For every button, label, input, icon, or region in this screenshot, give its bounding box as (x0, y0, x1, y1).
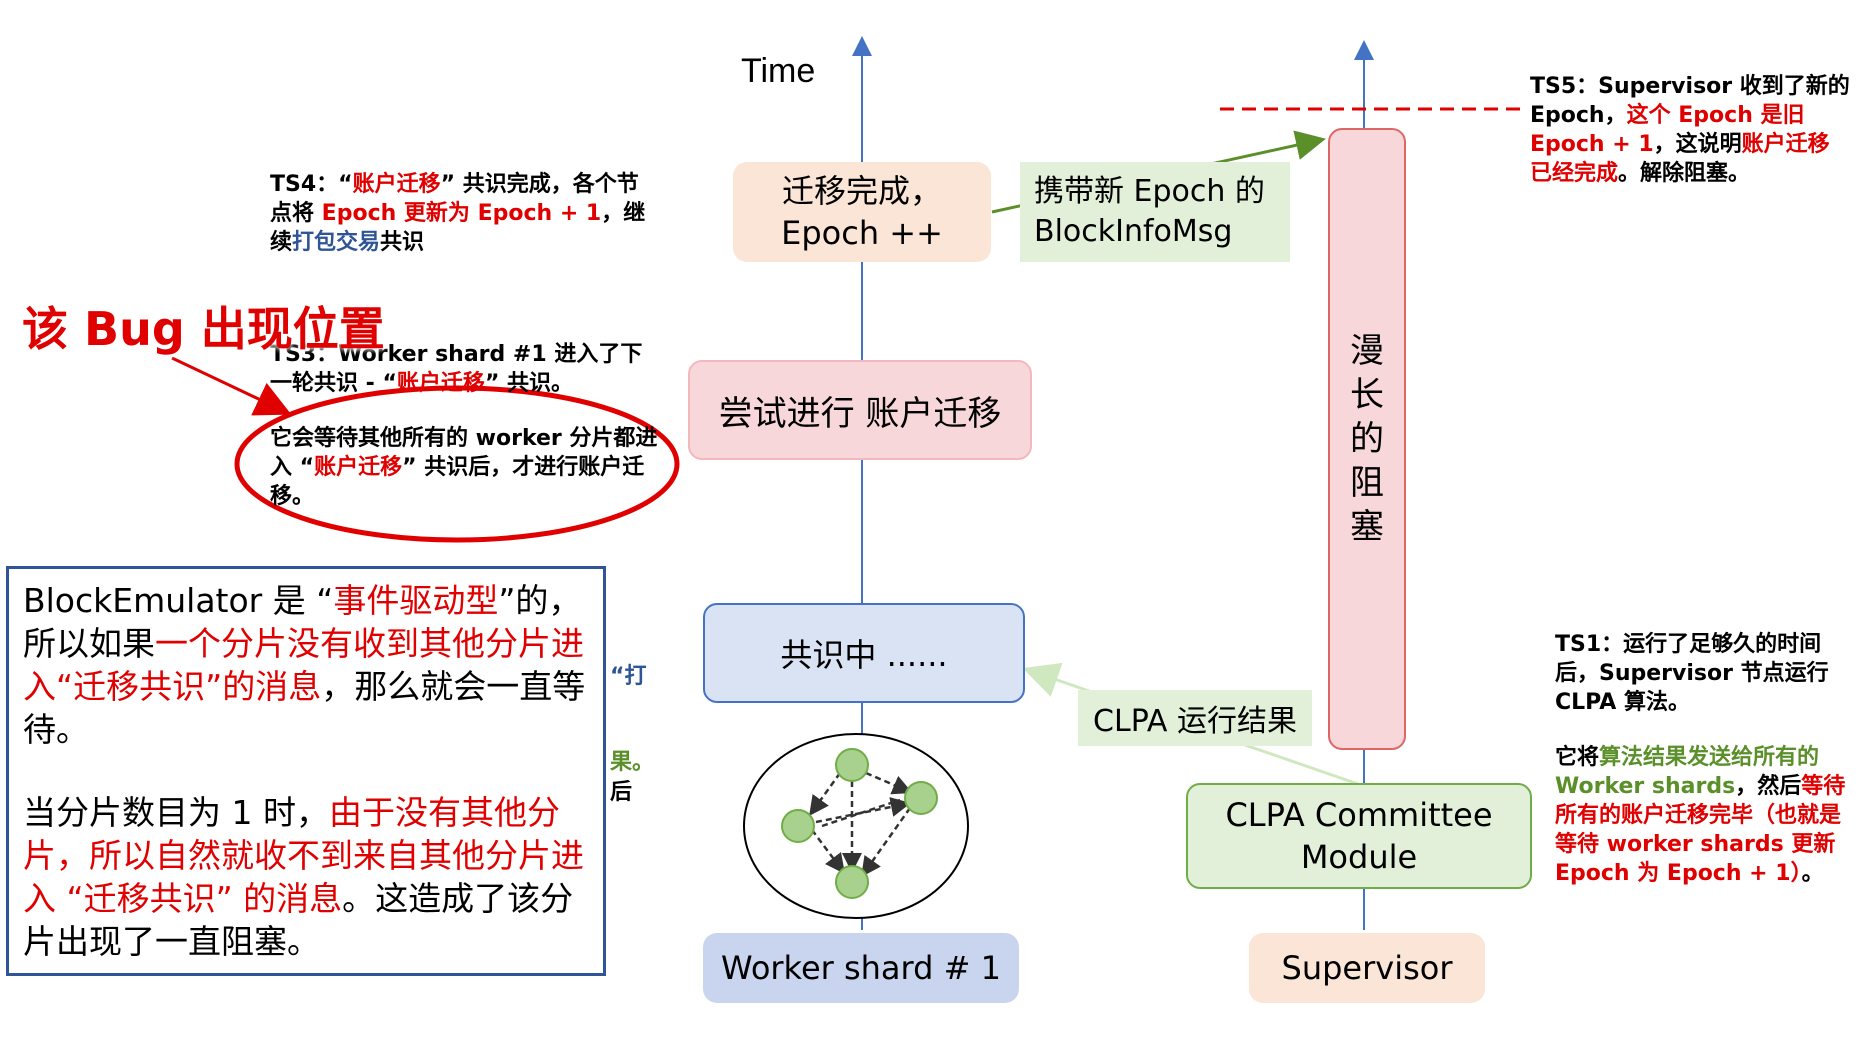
ts3-note: TS3：Worker shard #1 进入了下一轮共识 - “账户迁移” 共识… (270, 342, 658, 509)
new-epoch-message-label: 携带新 Epoch 的 BlockInfoMsg (1020, 162, 1290, 262)
hidden-fragment-2: 果。 (610, 750, 655, 775)
clpa-committee-module-box: CLPA Committee Module (1186, 783, 1532, 889)
consensus-box: 共识中 ...... (703, 603, 1025, 703)
explanation-paragraph-2: 当分片数目为 1 时，由于没有其他分片，所以自然就收不到来自其他分片进入 “迁移… (23, 793, 584, 961)
ts5-note: TS5：Supervisor 收到了新的 Epoch，这个 Epoch 是旧Ep… (1530, 74, 1850, 186)
long-blocking-box: 漫 长 的 阻 塞 (1328, 128, 1406, 750)
bug-location-ellipse (234, 385, 680, 543)
hidden-fragment-1: “打 (610, 664, 647, 689)
explanation-paragraph-1: BlockEmulator 是 “事件驱动型”的，所以如果一个分片没有收到其他分… (23, 581, 586, 749)
clpa-result-message-label: CLPA 运行结果 (1078, 690, 1312, 746)
bug-location-title: 该 Bug 出现位置 (22, 302, 385, 356)
try-migration-box: 尝试进行 账户迁移 (688, 360, 1032, 460)
time-axis-label: Time (741, 52, 816, 90)
worker-shard-box: Worker shard # 1 (703, 933, 1019, 1003)
supervisor-box: Supervisor (1249, 933, 1485, 1003)
explanation-box: BlockEmulator 是 “事件驱动型”的，所以如果一个分片没有收到其他分… (6, 566, 606, 976)
consensus-graph-nodes (781, 748, 938, 899)
bug-pointer-arrow (171, 356, 292, 416)
hidden-fragment-3: 后 (610, 780, 633, 805)
consensus-graph-edges (809, 771, 913, 878)
ts4-note: TS4：“账户迁移” 共识完成，各个节点将 Epoch 更新为 Epoch + … (270, 172, 646, 255)
migration-done-box: 迁移完成， Epoch ++ (733, 162, 991, 262)
ts1-note: TS1：运行了足够久的时间后，Supervisor 节点运行 CLPA 算法。 … (1555, 632, 1846, 886)
